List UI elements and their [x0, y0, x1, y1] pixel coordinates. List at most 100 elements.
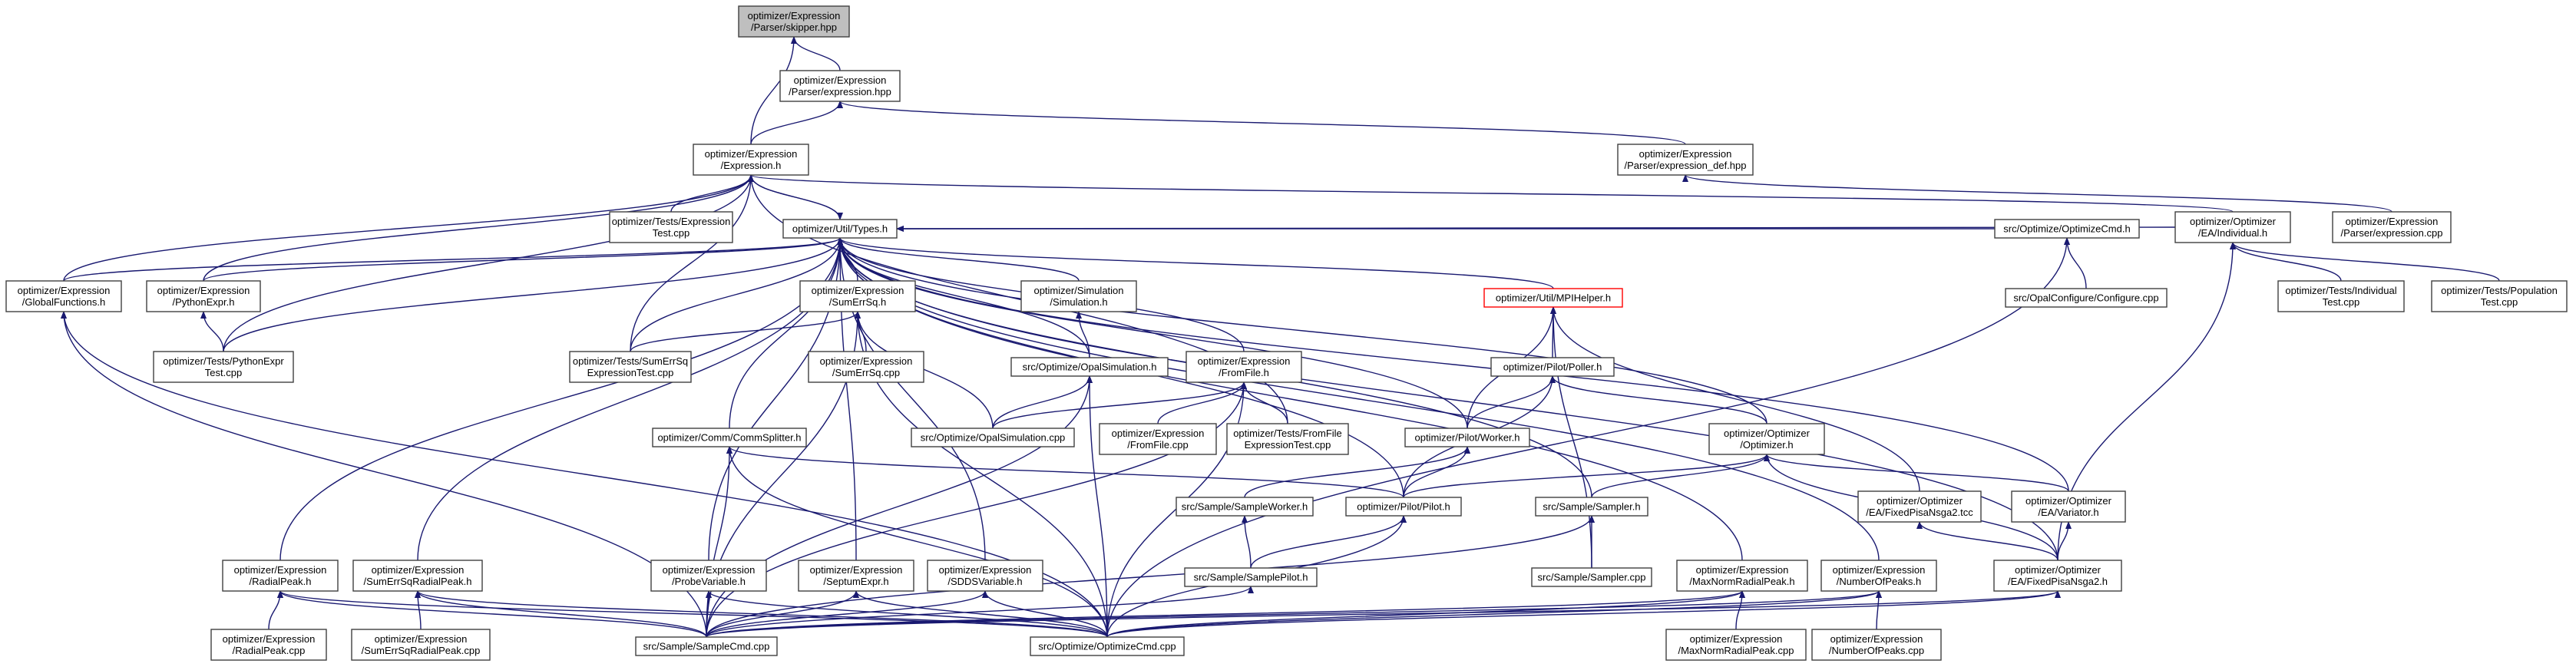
include-edge: [1076, 311, 1090, 358]
file-node-maxnormradialpeak-cpp[interactable]: optimizer/Expression/MaxNormRadialPeak.c…: [1665, 629, 1807, 661]
file-node-configure-cpp[interactable]: src/OpalConfigure/Configure.cpp: [2005, 288, 2168, 308]
file-node-radialpeak-h[interactable]: optimizer/Expression/RadialPeak.h: [222, 560, 339, 592]
file-node-label: /NumberOfPeaks.h: [1837, 576, 1922, 587]
include-edge: [2057, 521, 2072, 561]
file-node-opalsimulation-cpp[interactable]: src/Optimize/OpalSimulation.cpp: [911, 428, 1075, 447]
include-edge: [1682, 174, 2392, 213]
include-edge: [750, 101, 843, 145]
include-edge: [1106, 237, 2070, 638]
file-node-expression-cpp[interactable]: optimizer/Expression/Parser/expression.c…: [2332, 211, 2452, 243]
file-node-expression-test-cpp[interactable]: optimizer/Tests/ExpressionTest.cpp: [609, 211, 733, 243]
file-node-mpihelper-h[interactable]: optimizer/Util/MPIHelper.h: [1483, 288, 1623, 308]
file-node-worker-h[interactable]: optimizer/Pilot/Worker.h: [1404, 428, 1530, 447]
file-node-box: [1345, 497, 1462, 517]
file-node-sumerrsq-cpp[interactable]: optimizer/Expression/SumErrSq.cpp: [808, 351, 924, 383]
include-edge: [279, 237, 843, 561]
file-node-label: /Expression.h: [721, 160, 782, 171]
file-node-sampler-cpp[interactable]: src/Sample/Sampler.cpp: [1531, 567, 1652, 587]
file-node-label: optimizer/Expression: [375, 633, 468, 645]
file-node-fixedpisansga2-h[interactable]: optimizer/Optimizer/EA/FixedPisaNsga2.h: [1993, 560, 2122, 592]
file-node-pythonexpr-h[interactable]: optimizer/Expression/PythonExpr.h: [146, 280, 261, 312]
include-edge: [415, 590, 707, 638]
file-node-box: [798, 560, 914, 592]
file-node-label: optimizer/Expression: [223, 633, 316, 645]
include-edge: [706, 586, 1254, 638]
file-node-label: optimizer/Expression: [812, 285, 904, 296]
include-edge: [791, 36, 841, 71]
file-node-optimizer-h[interactable]: optimizer/Optimizer/Optimizer.h: [1708, 423, 1825, 455]
file-node-box: [2277, 280, 2405, 312]
file-node-globalfunctions-h[interactable]: optimizer/Expression/GlobalFunctions.h: [5, 280, 122, 312]
file-node-label: /RadialPeak.h: [250, 576, 312, 587]
file-node-expression-h[interactable]: optimizer/Expression/Expression.h: [693, 144, 809, 176]
file-node-label: /Parser/skipper.hpp: [751, 21, 837, 33]
file-node-sumerrsq-h[interactable]: optimizer/Expression/SumErrSq.h: [799, 280, 916, 312]
file-node-label: optimizer/Optimizer: [1724, 428, 1810, 439]
include-edge: [1549, 375, 1767, 424]
include-edge: [837, 237, 1554, 289]
file-node-label: optimizer/Expression: [794, 74, 887, 86]
file-node-box: [1099, 423, 1217, 455]
file-node-samplepilot-h[interactable]: src/Sample/SamplePilot.h: [1184, 567, 1318, 587]
file-node-skipper-hpp[interactable]: optimizer/Expression/Parser/skipper.hpp: [738, 5, 850, 38]
file-node-label: src/Optimize/OptimizeCmd.cpp: [1038, 641, 1176, 652]
file-node-expression-hpp[interactable]: optimizer/Expression/Parser/expression.h…: [779, 70, 901, 102]
include-edge: [670, 174, 754, 213]
file-node-sumerrsqradialpeak-h[interactable]: optimizer/Expression/SumErrSqRadialPeak.…: [352, 560, 483, 592]
file-node-label: optimizer/Expression: [234, 564, 327, 576]
include-edge: [837, 237, 2058, 561]
file-node-sampleworker-h[interactable]: src/Sample/SampleWorker.h: [1176, 497, 1314, 517]
file-node-box: [1676, 560, 1808, 592]
file-node-simulation-h[interactable]: optimizer/Simulation/Simulation.h: [1020, 280, 1137, 312]
file-node-label: /EA/Individual.h: [2198, 227, 2267, 239]
include-edge: [837, 101, 1686, 145]
file-node-box: [210, 629, 327, 661]
include-edge: [748, 174, 2234, 213]
file-node-box: [1531, 567, 1652, 587]
include-edge: [1403, 454, 1770, 498]
file-node-optimizecmd-cpp[interactable]: src/Optimize/OptimizeCmd.cpp: [1030, 636, 1185, 656]
file-node-opalsimulation-h[interactable]: src/Optimize/OpalSimulation.h: [1010, 357, 1169, 377]
file-node-box: [1490, 357, 1615, 377]
file-node-label: optimizer/Pilot/Pilot.h: [1357, 501, 1450, 513]
file-node-box: [352, 560, 483, 592]
file-node-probevariable-h[interactable]: optimizer/Expression/ProbeVariable.h: [650, 560, 767, 592]
file-node-label: /PythonExpr.h: [173, 296, 235, 308]
file-node-fromfile-h[interactable]: optimizer/Expression/FromFile.h: [1185, 351, 1302, 383]
file-node-sampler-h[interactable]: src/Sample/Sampler.h: [1535, 497, 1648, 517]
file-node-maxnormradialpeak-h[interactable]: optimizer/Expression/MaxNormRadialPeak.h: [1676, 560, 1808, 592]
include-edge: [982, 590, 1108, 638]
include-edge: [415, 590, 1108, 638]
file-node-radialpeak-cpp[interactable]: optimizer/Expression/RadialPeak.cpp: [210, 629, 327, 661]
include-edge: [729, 237, 843, 429]
file-node-label: optimizer/Pilot/Poller.h: [1503, 362, 1602, 373]
include-edge: [706, 590, 859, 638]
file-node-numberofpeaks-cpp[interactable]: optimizer/Expression/NumberOfPeaks.cpp: [1811, 629, 1942, 661]
file-node-septumexpr-h[interactable]: optimizer/Expression/SeptumExpr.h: [798, 560, 914, 592]
file-node-samplecmd-cpp[interactable]: src/Sample/SampleCmd.cpp: [635, 636, 778, 656]
file-node-types-h[interactable]: optimizer/Util/Types.h: [782, 219, 898, 239]
file-node-fromfile-test-cpp[interactable]: optimizer/Tests/FromFileExpressionTest.c…: [1226, 423, 1349, 455]
file-node-fixedpisansga2-tcc[interactable]: optimizer/Optimizer/EA/FixedPisaNsga2.tc…: [1857, 490, 1982, 523]
include-edge: [896, 225, 2176, 232]
file-node-pilot-h[interactable]: optimizer/Pilot/Pilot.h: [1345, 497, 1462, 517]
file-node-sumerrsqradialpeak-cpp[interactable]: optimizer/Expression/SumErrSqRadialPeak.…: [351, 629, 491, 661]
file-node-commsplitter-h[interactable]: optimizer/Comm/CommSplitter.h: [652, 428, 807, 447]
file-node-sddsvariable-h[interactable]: optimizer/Expression/SDDSVariable.h: [927, 560, 1043, 592]
file-node-poller-h[interactable]: optimizer/Pilot/Poller.h: [1490, 357, 1615, 377]
file-node-individual-h[interactable]: optimizer/Optimizer/EA/Individual.h: [2174, 211, 2291, 243]
file-node-expression-def-hpp[interactable]: optimizer/Expression/Parser/expression_d…: [1617, 144, 1754, 176]
include-edge: [1916, 521, 2058, 561]
file-node-box: [5, 280, 122, 312]
file-node-box: [153, 351, 294, 383]
file-node-numberofpeaks-h[interactable]: optimizer/Expression/NumberOfPeaks.h: [1820, 560, 1937, 592]
file-node-sumerrsq-expr-test-cpp[interactable]: optimizer/Tests/SumErrSqExpressionTest.c…: [569, 351, 692, 383]
file-node-fromfile-cpp[interactable]: optimizer/Expression/FromFile.cpp: [1099, 423, 1217, 455]
file-node-variator-h[interactable]: optimizer/Optimizer/EA/Variator.h: [2011, 490, 2126, 523]
file-node-label: Test.cpp: [205, 367, 242, 378]
file-node-optimizecmd-h[interactable]: src/Optimize/OptimizeCmd.h: [1994, 219, 2140, 239]
file-node-label: /Parser/expression.hpp: [789, 86, 891, 97]
